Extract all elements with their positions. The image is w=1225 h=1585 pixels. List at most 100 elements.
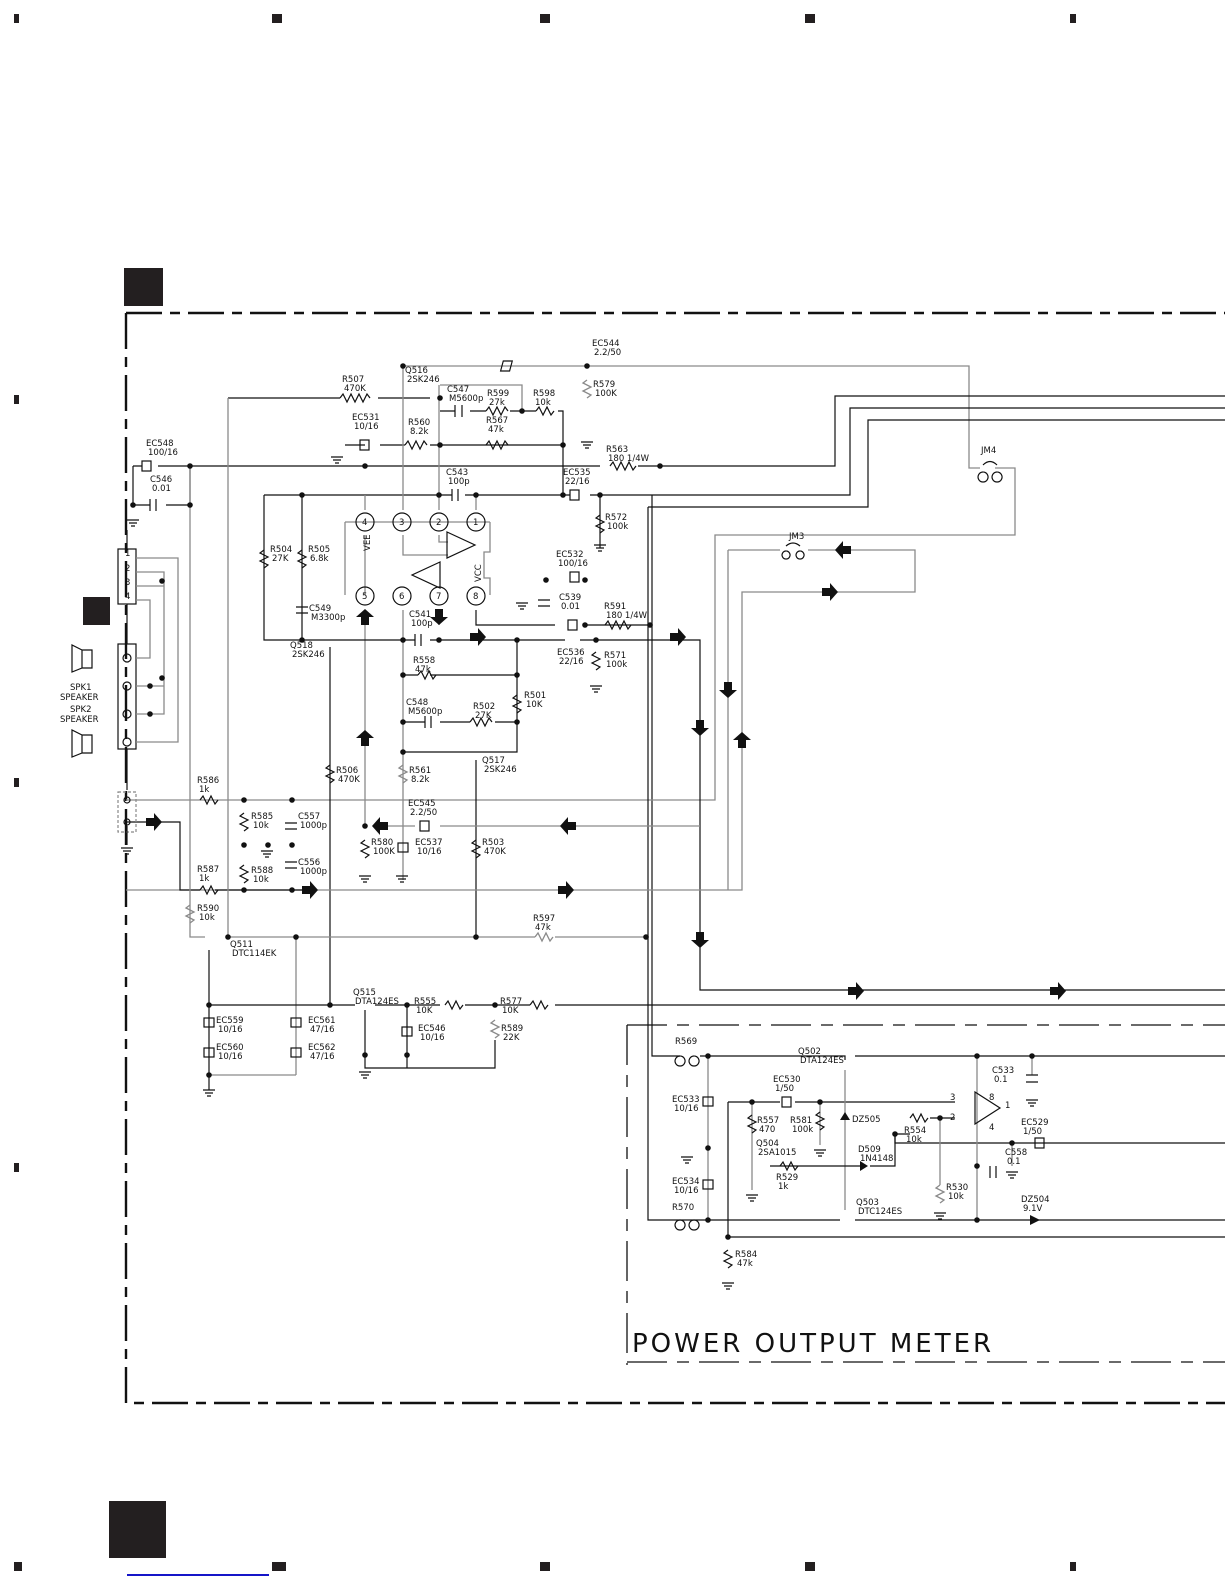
junction-dot <box>362 823 368 829</box>
label-c558-value: 0.1 <box>1007 1157 1021 1167</box>
label-r598-ref: R598 <box>533 389 555 399</box>
label-r560-value: 8.2k <box>410 427 429 437</box>
vcc-label: VCC <box>474 564 484 582</box>
label-ec534-value: 10/16 <box>674 1186 699 1196</box>
label-ec530-value: 1/50 <box>775 1084 794 1094</box>
label-ec545-ref: EC545 <box>408 799 436 809</box>
reg-mark <box>540 1562 550 1571</box>
label-q516-value: 2SK246 <box>407 375 440 385</box>
junction-dot <box>299 492 305 498</box>
label-ec533-value: 10/16 <box>674 1104 699 1114</box>
label-r572-ref: R572 <box>605 513 627 523</box>
ground-icon <box>203 1089 215 1097</box>
ground-icon <box>814 1149 826 1157</box>
junction-dot <box>147 711 153 717</box>
spk1-label: SPK1 <box>70 683 92 693</box>
junction-dot <box>1009 1140 1015 1146</box>
label-ec530-ref: EC530 <box>773 1075 801 1085</box>
ground-icon <box>516 602 528 610</box>
label-ec534-ref: EC534 <box>672 1177 700 1187</box>
label-r557-value: 470 <box>759 1125 775 1135</box>
label-q517-value: 2SK246 <box>484 765 517 775</box>
resistors <box>184 379 946 1269</box>
junction-dot <box>293 934 299 940</box>
label-r586-ref: R586 <box>197 776 219 786</box>
ground-icon <box>1026 1099 1038 1107</box>
ic-pin-5: 5 <box>362 592 367 602</box>
label-c533-value: 0.1 <box>994 1075 1008 1085</box>
label-r554-value: 10k <box>906 1135 922 1145</box>
junction-dot <box>725 1234 731 1240</box>
section-title: POWER OUTPUT METER <box>632 1329 994 1359</box>
junction-dot <box>241 887 247 893</box>
label-ec561-ref: EC561 <box>308 1016 336 1026</box>
label-c549-value: M3300p <box>311 613 345 623</box>
label-r590-ref: R590 <box>197 904 219 914</box>
junction-dot <box>582 577 588 583</box>
label-dz504-value: 9.1V <box>1023 1204 1043 1214</box>
arrow-left-icon <box>560 817 576 835</box>
label-ec548-ref: EC548 <box>146 439 174 449</box>
label-r597-value: 47k <box>535 923 551 933</box>
junction-dot <box>519 408 525 414</box>
label-c548-value: M5600p <box>408 707 442 717</box>
reg-mark <box>805 14 815 23</box>
label-r506-value: 470K <box>338 775 360 785</box>
footer-link[interactable] <box>127 1574 269 1576</box>
label-dz504-ref: DZ504 <box>1021 1195 1050 1205</box>
label-r581-value: 100k <box>792 1125 813 1135</box>
ic-pin-7: 7 <box>436 592 441 602</box>
label-r580-value: 100K <box>373 847 395 857</box>
junction-dot <box>892 1131 898 1137</box>
label-c541-ref: C541 <box>409 610 431 620</box>
board-outline <box>124 311 1225 1405</box>
label-ec537-ref: EC537 <box>415 838 443 848</box>
label-ec537-value: 10/16 <box>417 847 442 857</box>
label-c556-ref: C556 <box>298 858 320 868</box>
junction-dot <box>206 1002 212 1008</box>
junction-dot <box>937 1115 943 1121</box>
reg-mark <box>540 14 550 23</box>
label-r581-ref: R581 <box>790 1116 812 1126</box>
reg-mark <box>1070 14 1076 23</box>
label-r563-ref: R563 <box>606 445 628 455</box>
reg-mark <box>272 1562 286 1571</box>
junction-dot <box>560 442 566 448</box>
label-r502-ref: R502 <box>473 702 495 712</box>
label-r589-ref: R589 <box>501 1024 523 1034</box>
label-r589-value: 22K <box>503 1033 520 1043</box>
arrow-down-icon <box>430 609 448 625</box>
junction-dot <box>705 1217 711 1223</box>
junction-dot <box>241 797 247 803</box>
label-ec535-ref: EC535 <box>563 468 591 478</box>
label-r505-ref: R505 <box>308 545 330 555</box>
signal-arrows <box>146 541 1066 1000</box>
terminal-pin-4: 4 <box>125 592 130 602</box>
label-c543-ref: C543 <box>446 468 468 478</box>
label-r584-value: 47k <box>737 1259 753 1269</box>
label-r561-ref: R561 <box>409 766 431 776</box>
ic-pin-8: 8 <box>473 592 478 602</box>
junction-dot <box>265 842 271 848</box>
label-c548-ref: C548 <box>406 698 428 708</box>
ground-icon <box>127 519 139 527</box>
spk2-sub: SPEAKER <box>60 715 99 725</box>
label-r567-ref: R567 <box>486 416 508 426</box>
label-q511-value: DTC114EK <box>232 949 277 959</box>
label-ec533-ref: EC533 <box>672 1095 700 1105</box>
junction-dot <box>241 842 247 848</box>
label-r503-value: 470K <box>484 847 506 857</box>
label-c547-ref: C547 <box>447 385 469 395</box>
ic-package <box>355 512 1002 1126</box>
arrow-right-icon <box>146 813 162 831</box>
junction-dot <box>974 1163 980 1169</box>
page-marker <box>109 1501 166 1558</box>
label-r505-value: 6.8k <box>310 554 329 564</box>
opamp-pin-minus: 2 <box>950 1113 955 1123</box>
label-q515-ref: Q515 <box>353 988 376 998</box>
arrow-right-icon <box>670 628 686 646</box>
label-c541-value: 100p <box>411 619 433 629</box>
arrow-right-icon <box>848 982 864 1000</box>
junction-dot <box>974 1053 980 1059</box>
